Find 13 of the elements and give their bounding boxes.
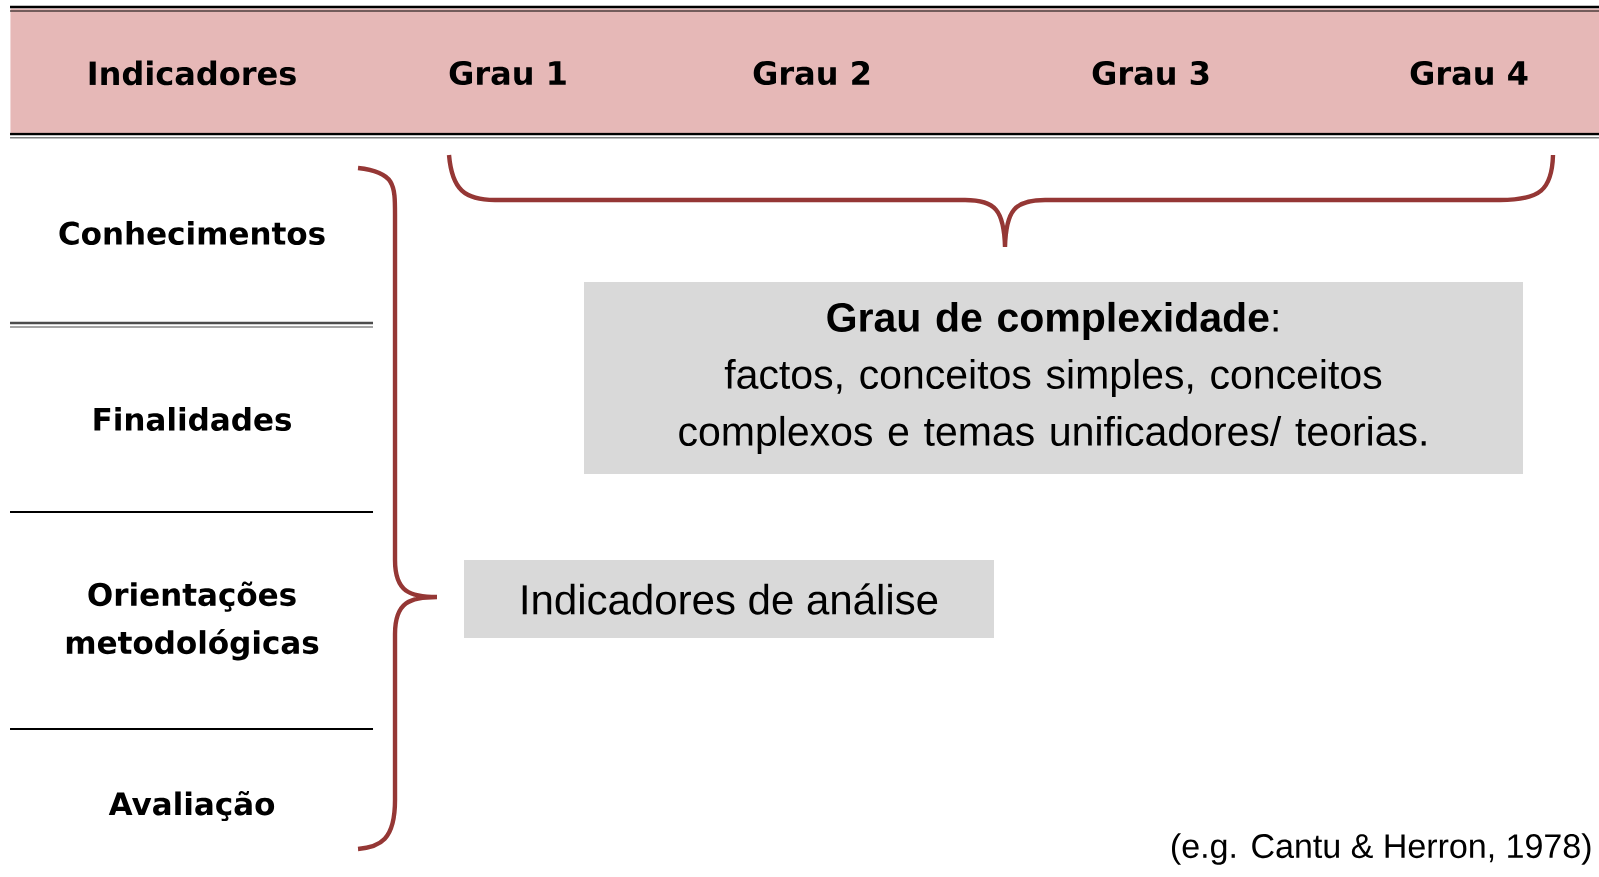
text-box: Indicadores de análise xyxy=(464,560,994,638)
column-heading: Grau 2 xyxy=(753,60,870,86)
column-heading: Grau 3 xyxy=(1092,60,1209,86)
row-label: Orientações metodológicas xyxy=(66,581,319,661)
row-label: Avaliação xyxy=(108,790,275,822)
citation: (e.g. Cantu & Herron, 1978) xyxy=(1172,833,1591,865)
row-label: Finalidades xyxy=(94,407,291,431)
column-heading: Grau 1 xyxy=(449,60,566,86)
column-heading: Indicadores xyxy=(89,60,296,86)
header-band xyxy=(9,5,1599,139)
row-label: Conhecimentos xyxy=(59,221,325,245)
column-heading: Grau 4 xyxy=(1410,60,1528,86)
text-box: Grau de complexidade: factos, conceitos simples, conceitos complexos e temas unificadores/ teorias. xyxy=(584,282,1523,474)
